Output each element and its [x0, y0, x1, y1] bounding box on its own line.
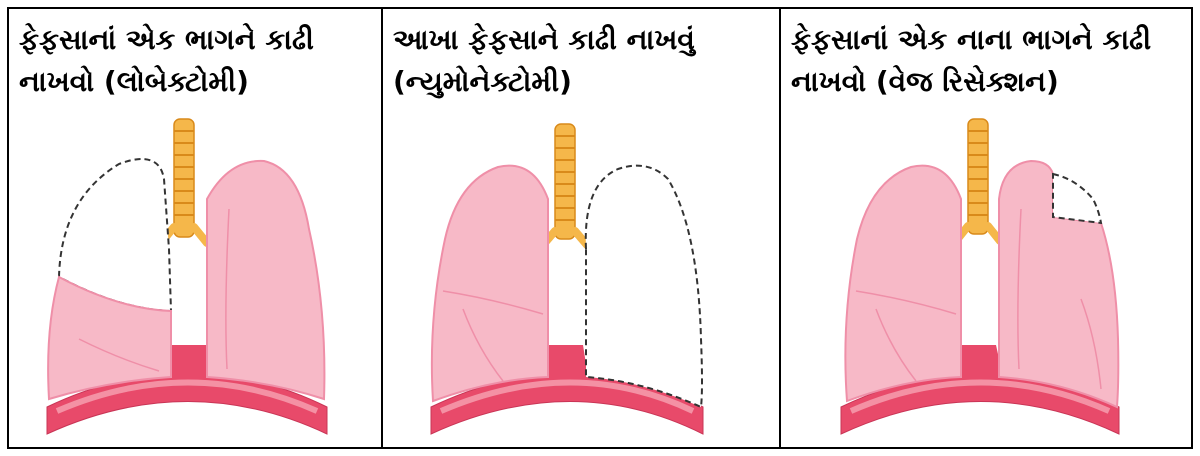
right-lung [207, 161, 324, 399]
trachea [956, 119, 1000, 241]
panel-wedge-resection: ફેફસાનાં એક નાના ભાગને કાઢી નાખવો (વેજ ર… [781, 9, 1191, 447]
wedge-resection-illustration [781, 9, 1191, 451]
pneumonectomy-illustration [383, 9, 781, 451]
left-lung [845, 166, 961, 401]
mediastinum-base [543, 345, 588, 377]
remaining-lung [432, 166, 548, 401]
removed-lung-outline [586, 166, 702, 407]
trachea [543, 124, 587, 245]
lobectomy-illustration [9, 9, 383, 451]
removed-wedge-outline [1053, 174, 1101, 223]
figure-frame: ફેફસાનાં એક ભાગને કાઢી નાખવો (લોબેક્ટોમી… [7, 7, 1193, 449]
panel-pneumonectomy: આખા ફેફસાને કાઢી નાખવું (ન્યુમોનેક્ટોમી) [383, 9, 781, 447]
panel-lobectomy: ફેફસાનાં એક ભાગને કાઢી નાખવો (લોબેક્ટોમી… [9, 9, 383, 447]
